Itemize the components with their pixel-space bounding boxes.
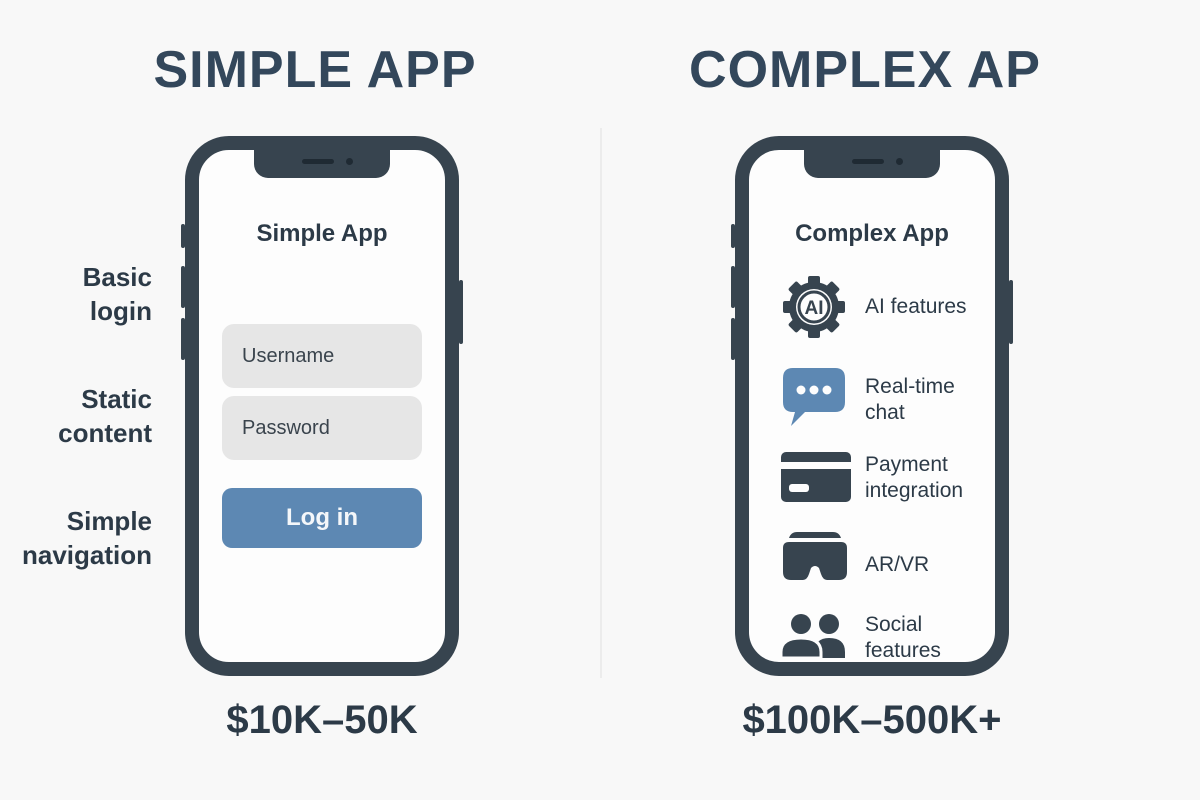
- complex-app-screen-title: Complex App: [795, 220, 949, 247]
- feature-label: AI features: [865, 295, 967, 318]
- vr-headset-icon: [779, 528, 851, 598]
- phone-notch: [254, 148, 390, 178]
- simple-app-heading: SIMPLE APP: [153, 41, 477, 99]
- chat-bubble-icon: [779, 364, 851, 434]
- volume-down-button: [731, 318, 735, 360]
- ai-gear-icon: AI: [779, 272, 851, 342]
- volume-down-button: [181, 318, 185, 360]
- simple-app-price: $10K–50K: [226, 698, 418, 742]
- phone-notch: [804, 148, 940, 178]
- feature-label: AR/VR: [865, 553, 930, 576]
- mute-switch: [181, 224, 185, 248]
- speaker-icon: [302, 159, 334, 164]
- center-divider: [600, 128, 602, 678]
- power-button: [459, 280, 463, 344]
- username-input[interactable]: [222, 324, 422, 388]
- credit-card-icon: [779, 448, 851, 518]
- feature-ar-vr: AR/VR: [779, 528, 999, 598]
- users-icon: [779, 608, 851, 678]
- volume-up-button: [181, 266, 185, 308]
- password-input[interactable]: [222, 396, 422, 460]
- login-button[interactable]: Log in: [222, 488, 422, 548]
- power-button: [1009, 280, 1013, 344]
- svg-text:AI: AI: [805, 298, 824, 319]
- simple-app-screen-title: Simple App: [256, 220, 388, 247]
- mute-switch: [731, 224, 735, 248]
- complex-app-phone: Complex App AI AI feat: [731, 136, 1013, 678]
- volume-up-button: [731, 266, 735, 308]
- feature-ai: AI AI features: [779, 272, 999, 342]
- complex-app-heading: COMPLEX AP: [689, 41, 1041, 99]
- camera-icon: [896, 158, 903, 165]
- complex-app-price: $100K–500K+: [742, 698, 1002, 742]
- speaker-icon: [852, 159, 884, 164]
- simple-app-phone: Simple App Log in: [181, 136, 463, 676]
- camera-icon: [346, 158, 353, 165]
